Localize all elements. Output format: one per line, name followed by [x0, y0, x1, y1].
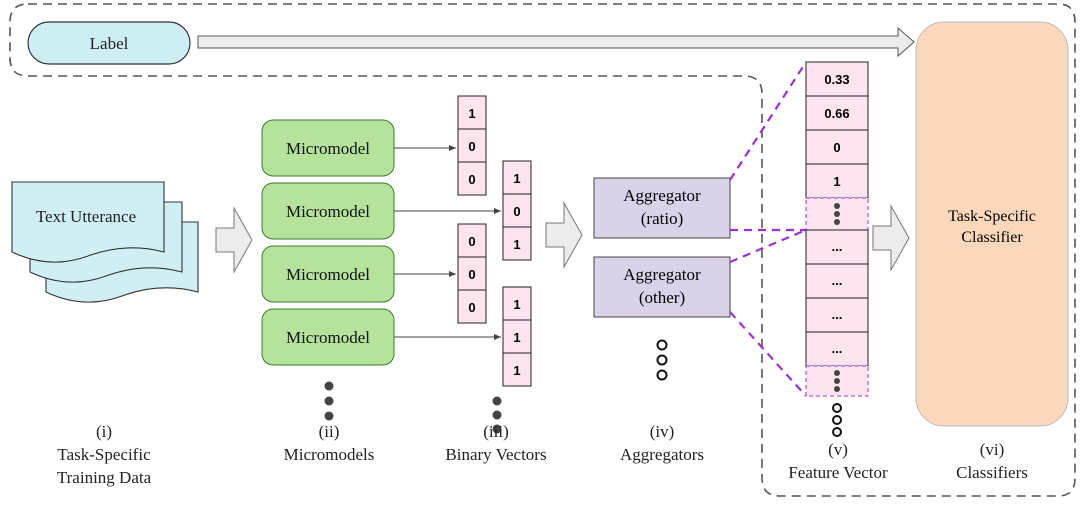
binary-vector: 1 0 0 — [457, 95, 487, 196]
feature-cell-value: 0.66 — [824, 106, 849, 121]
feature-cell-dots — [834, 203, 840, 392]
binary-cell-value: 0 — [468, 234, 475, 249]
flow-arrow-1 — [215, 206, 253, 274]
caption-vi: (vi) Classifiers — [956, 440, 1028, 482]
feature-vector-ellipsis — [832, 403, 842, 437]
classifier-line1: Task-Specific — [948, 208, 1036, 225]
binary-vector: 1 1 1 — [502, 286, 532, 387]
binary-vector: 0 0 0 — [457, 223, 487, 324]
micromodel-label: Micromodel — [286, 328, 370, 347]
feature-cell-value: 0 — [833, 140, 840, 155]
svg-text:Micromodels: Micromodels — [284, 445, 375, 464]
utterance-text: Text Utterance — [36, 207, 136, 226]
binary-cell-value: 1 — [513, 330, 520, 345]
classifier-box — [915, 21, 1069, 427]
aggregator-line2: (ratio) — [641, 209, 683, 228]
aggregator-line1: Aggregator — [623, 186, 701, 205]
aggregator-ellipsis — [656, 339, 668, 381]
svg-text:(iv): (iv) — [650, 422, 675, 441]
binary-cell-value: 1 — [513, 237, 520, 252]
label-box — [27, 21, 191, 65]
aggregator-box — [593, 256, 731, 318]
svg-text:Training Data: Training Data — [57, 468, 152, 487]
feature-cell-value: 1 — [833, 174, 840, 189]
feature-vector: 0.33 0.66 0 1 ... ... ... ... — [805, 61, 869, 397]
binary-cell-value: 1 — [513, 297, 520, 312]
binary-cell-value: 0 — [468, 267, 475, 282]
svg-text:(iii): (iii) — [483, 422, 509, 441]
flow-arrow-2 — [545, 201, 583, 269]
feature-cell-value: ... — [832, 307, 843, 322]
micromodel-arrows — [394, 145, 501, 340]
binary-cell-value: 0 — [468, 139, 475, 154]
flow-arrow-3 — [872, 204, 910, 272]
caption-iii: (iii) Binary Vectors — [445, 422, 546, 464]
svg-text:(vi): (vi) — [980, 440, 1005, 459]
binary-vector-ellipsis — [492, 396, 502, 434]
binary-cell-value: 0 — [468, 300, 475, 315]
svg-text:(v): (v) — [828, 440, 848, 459]
feature-cell-value: ... — [832, 273, 843, 288]
aggregator-line1: Aggregator — [623, 265, 701, 284]
label-box-text: Label — [90, 34, 129, 53]
binary-vector: 1 0 1 — [502, 160, 532, 261]
classifier-line2: Classifier — [961, 229, 1023, 246]
binary-cell-value: 1 — [513, 363, 520, 378]
caption-ii: (ii) Micromodels — [284, 422, 375, 464]
micromodel-ellipsis — [324, 381, 334, 421]
svg-text:(ii): (ii) — [319, 422, 340, 441]
feature-cell-value: ... — [832, 341, 843, 356]
aggregator-connectors — [729, 61, 807, 397]
svg-text:Feature Vector: Feature Vector — [788, 463, 888, 482]
label-arrow — [197, 26, 915, 58]
micromodel-group: Micromodel Micromodel Micromodel Micromo… — [261, 119, 395, 366]
aggregator-line2: (other) — [639, 288, 685, 307]
binary-cell-value: 1 — [513, 171, 520, 186]
aggregator-box — [593, 177, 731, 239]
svg-text:(i): (i) — [96, 422, 112, 441]
svg-text:Binary Vectors: Binary Vectors — [445, 445, 546, 464]
micromodel-label: Micromodel — [286, 265, 370, 284]
feature-cell-value: 0.33 — [824, 72, 849, 87]
utterance-stack: Text Utterance — [11, 181, 199, 303]
binary-cell-value: 0 — [468, 172, 475, 187]
caption-i: (i) Task-Specific Training Data — [57, 422, 152, 487]
svg-text:Task-Specific: Task-Specific — [57, 445, 151, 464]
caption-v: (v) Feature Vector — [788, 440, 888, 482]
feature-cell-value: ... — [832, 239, 843, 254]
micromodel-label: Micromodel — [286, 202, 370, 221]
micromodel-label: Micromodel — [286, 139, 370, 158]
binary-cell-value: 1 — [468, 106, 475, 121]
dashed-region-outline — [9, 3, 1076, 497]
svg-text:Classifiers: Classifiers — [956, 463, 1028, 482]
caption-iv: (iv) Aggregators — [620, 422, 704, 464]
svg-text:Aggregators: Aggregators — [620, 445, 704, 464]
binary-cell-value: 0 — [513, 204, 520, 219]
